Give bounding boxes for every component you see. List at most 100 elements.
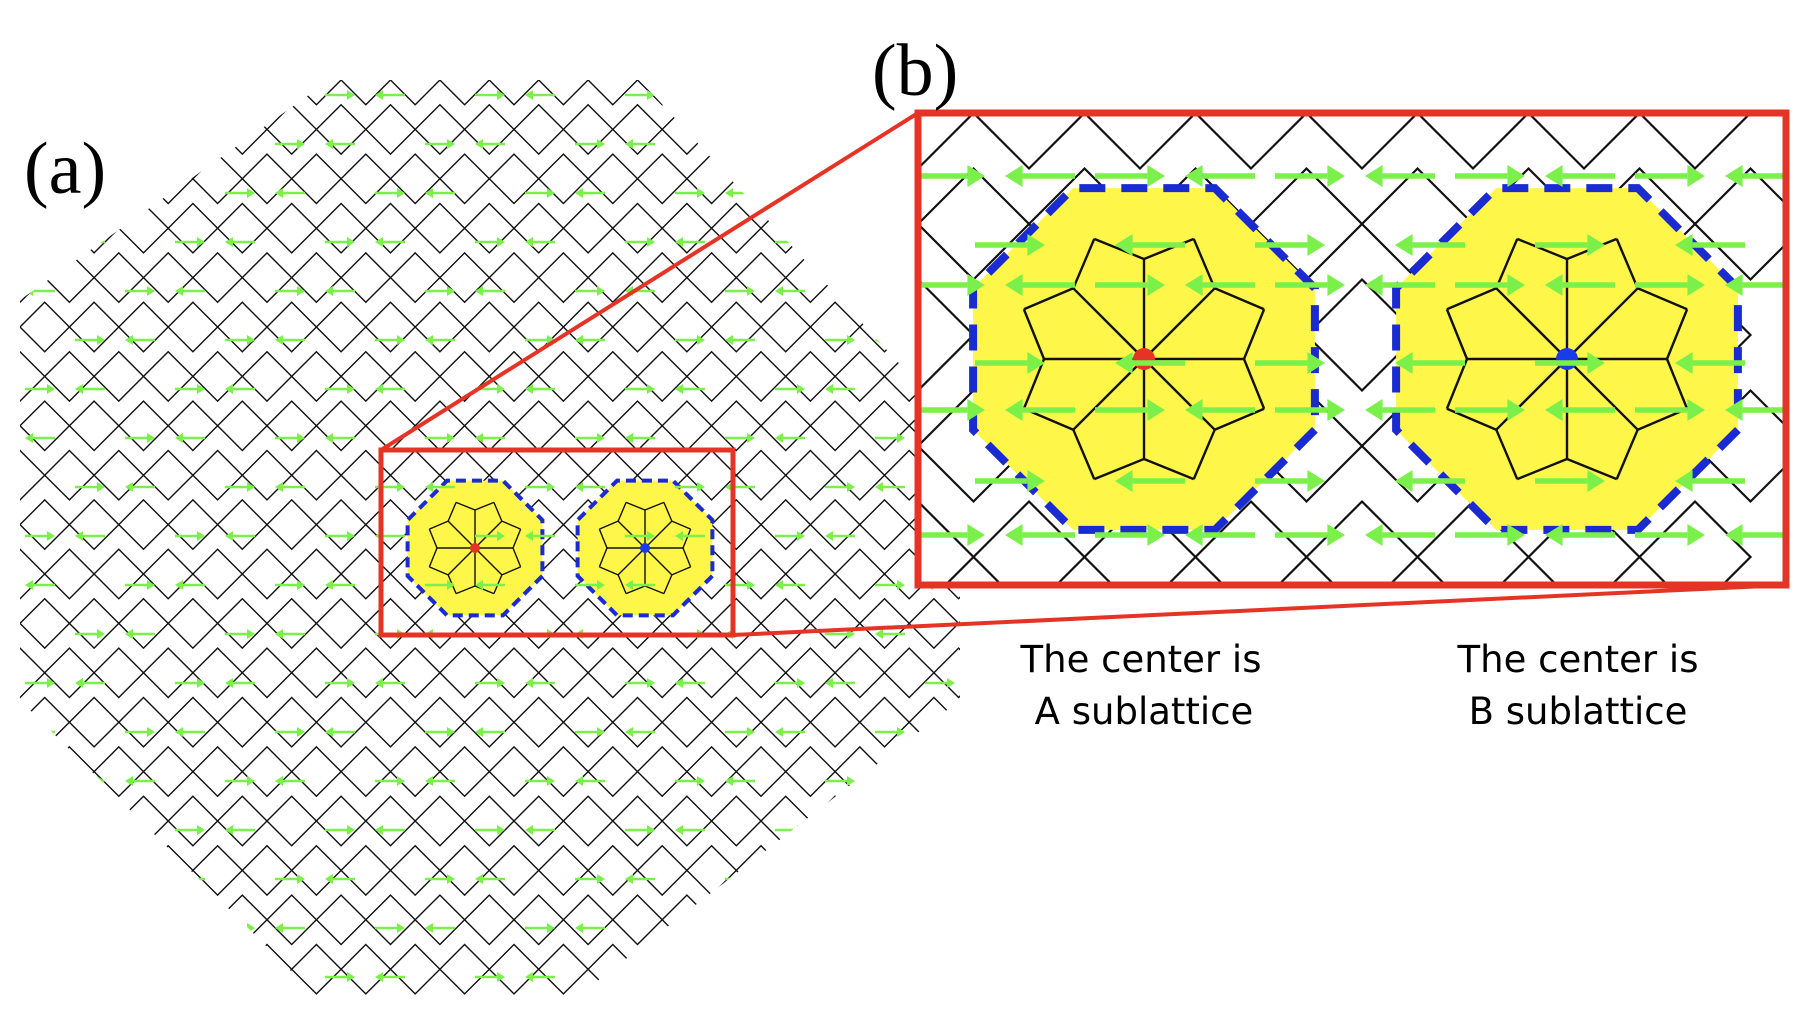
lattice-tile xyxy=(760,301,812,353)
lattice-tile xyxy=(389,153,441,205)
flux-arrow-icon xyxy=(925,727,933,737)
lattice-tile xyxy=(760,498,812,551)
lattice-tile xyxy=(685,647,738,699)
lattice-tile xyxy=(537,449,590,501)
lattice-tile xyxy=(191,251,244,304)
lattice-tile xyxy=(43,449,96,501)
lattice-tile xyxy=(93,943,145,995)
flux-arrow-icon xyxy=(197,972,205,982)
flux-arrow-icon xyxy=(725,923,733,933)
flux-arrow-icon xyxy=(575,776,583,786)
lattice-tile xyxy=(191,745,244,798)
flux-arrow-icon xyxy=(197,531,205,541)
flux-arrow-icon xyxy=(25,580,33,590)
flux-arrow-icon xyxy=(275,482,283,492)
flux-arrow-icon xyxy=(1545,399,1563,421)
lattice-tile xyxy=(685,745,738,798)
lattice-tile xyxy=(364,202,417,254)
lattice-tile xyxy=(43,943,96,995)
flux-arrow-icon xyxy=(797,972,805,982)
lattice-tile xyxy=(20,400,71,452)
lattice-tile xyxy=(562,202,614,254)
lattice-tile xyxy=(266,795,318,847)
lattice-tile xyxy=(809,894,861,946)
lattice-tile xyxy=(167,597,219,650)
lattice-tile xyxy=(340,80,392,106)
flux-arrow-icon xyxy=(625,139,633,149)
flux-arrow-icon xyxy=(797,384,805,394)
flux-arrow-icon xyxy=(847,776,855,786)
flux-arrow-icon xyxy=(725,188,733,198)
lattice-tile xyxy=(191,153,244,205)
flux-arrow-icon xyxy=(747,874,755,884)
flux-arrow-icon xyxy=(967,399,985,421)
lattice-tile xyxy=(611,103,664,156)
lattice-tile xyxy=(142,251,194,304)
flux-arrow-icon xyxy=(197,90,205,100)
flux-arrow-icon xyxy=(647,237,655,247)
flux-arrow-icon xyxy=(447,286,455,296)
flux-arrow-icon xyxy=(175,580,183,590)
lattice-tile xyxy=(43,745,96,798)
lattice-tile xyxy=(266,202,318,254)
lattice-tile xyxy=(241,844,293,897)
lattice-tile xyxy=(710,202,762,254)
lattice-tile xyxy=(760,202,812,254)
flux-arrow-icon xyxy=(197,237,205,247)
flux-arrow-icon xyxy=(475,874,483,884)
lattice-tile xyxy=(735,153,787,205)
flux-arrow-icon xyxy=(97,482,105,492)
lattice-tile xyxy=(20,943,46,995)
flux-arrow-icon xyxy=(425,335,433,345)
flux-arrow-icon xyxy=(197,825,205,835)
lattice-tile xyxy=(735,745,787,798)
lattice-tile xyxy=(68,400,120,452)
lattice-tile xyxy=(142,350,194,403)
flux-arrow-icon xyxy=(75,678,83,688)
lattice-tile xyxy=(68,498,120,551)
flux-arrow-icon xyxy=(97,776,105,786)
lattice-tile xyxy=(611,696,664,748)
lattice-tile xyxy=(537,844,590,897)
flux-arrow-icon xyxy=(1725,524,1743,546)
flux-arrow-icon xyxy=(197,384,205,394)
flux-arrow-icon xyxy=(697,482,705,492)
lattice-tile xyxy=(389,251,441,304)
flux-arrow-icon xyxy=(775,580,783,590)
flux-arrow-icon xyxy=(447,139,455,149)
lattice-tile xyxy=(513,696,565,748)
flux-arrow-icon xyxy=(925,874,933,884)
flux-arrow-icon xyxy=(375,972,383,982)
lattice-tile xyxy=(488,943,540,995)
lattice-tile xyxy=(809,103,861,156)
lattice-tile xyxy=(918,499,976,585)
lattice-tile xyxy=(340,153,392,205)
lattice-tile xyxy=(241,80,293,106)
lattice-tile xyxy=(834,745,886,798)
flux-arrow-icon xyxy=(1185,274,1203,296)
lattice-tile xyxy=(710,103,762,156)
caption-right-line1: The center is xyxy=(1457,638,1699,681)
lattice-tile xyxy=(562,301,614,353)
flux-arrow-icon xyxy=(675,678,683,688)
flux-arrow-icon xyxy=(125,776,133,786)
flux-arrow-icon xyxy=(797,678,805,688)
zoom-connector-bottom xyxy=(732,583,1787,637)
flux-arrow-icon xyxy=(1395,352,1413,374)
lattice-tile xyxy=(858,696,911,748)
flux-arrow-icon xyxy=(1365,274,1383,296)
lattice-tile xyxy=(834,449,886,501)
flux-arrow-icon xyxy=(47,972,55,982)
flux-arrow-icon xyxy=(1365,524,1383,546)
flux-arrow-icon xyxy=(967,524,985,546)
flux-arrow-icon xyxy=(947,825,955,835)
lattice-tile xyxy=(636,80,688,106)
lattice-tile xyxy=(685,844,738,897)
flux-arrow-icon xyxy=(697,923,705,933)
lattice-tile xyxy=(216,498,268,551)
flux-arrow-icon xyxy=(1365,399,1383,421)
flux-arrow-icon xyxy=(797,237,805,247)
flux-arrow-icon xyxy=(525,825,533,835)
flux-arrow-icon xyxy=(225,90,233,100)
lattice-tile xyxy=(315,301,367,353)
